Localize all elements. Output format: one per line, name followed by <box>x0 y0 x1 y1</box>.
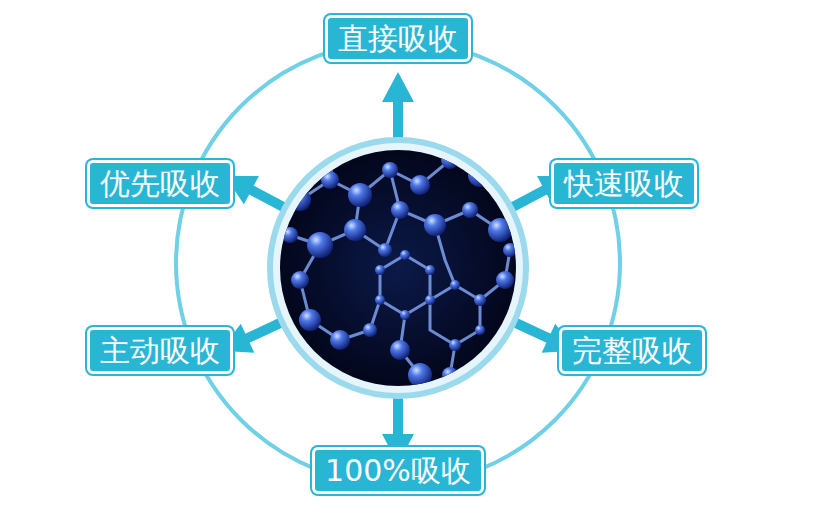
label-box: 主动吸收 <box>87 327 233 374</box>
outer-ring <box>176 41 620 485</box>
label-box: 直接吸收 <box>325 15 471 62</box>
label-box: 快速吸收 <box>551 160 697 207</box>
label-box: 完整吸收 <box>559 327 705 374</box>
label-box: 100%吸收 <box>312 447 484 494</box>
label-box: 优先吸收 <box>87 160 233 207</box>
label-text: 快速吸收 <box>564 167 684 200</box>
label-text: 主动吸收 <box>100 334 220 367</box>
label-text: 直接吸收 <box>338 22 458 55</box>
arrows <box>214 72 583 464</box>
label-text: 100%吸收 <box>325 454 471 487</box>
label-text: 完整吸收 <box>572 334 692 367</box>
label-text: 优先吸收 <box>100 167 220 200</box>
